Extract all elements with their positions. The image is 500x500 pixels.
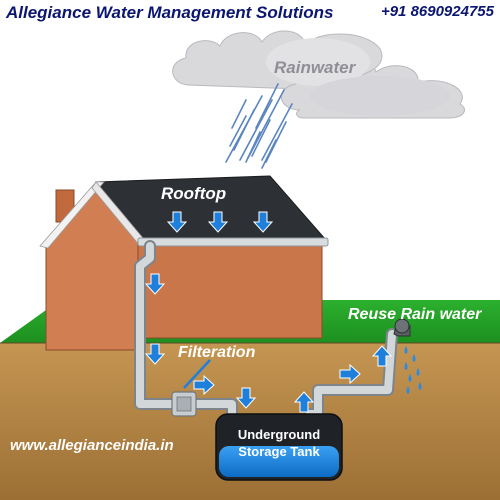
flow-arrow-icon xyxy=(144,211,393,413)
tap-icon xyxy=(393,318,411,337)
rainwater-label: Rainwater xyxy=(274,58,356,77)
cloud-icon xyxy=(266,38,370,86)
roof-gutter xyxy=(137,237,329,247)
company-name: Allegiance Water Management Solutions xyxy=(6,3,334,22)
filter-icon xyxy=(171,359,211,417)
reuse-label: Reuse Rain water xyxy=(348,306,482,323)
tank-label: Underground Storage Tank xyxy=(218,426,340,460)
cloud-icon xyxy=(310,76,450,116)
phone-number: +91 8690924755 xyxy=(380,3,494,20)
rooftop-label: Rooftop xyxy=(161,184,227,203)
filteration-label: Filteration xyxy=(178,344,256,361)
house-main-wall xyxy=(137,243,323,339)
rain-streaks-icon xyxy=(225,83,293,169)
tank-water xyxy=(219,446,339,477)
gable-roof-edge xyxy=(39,181,105,249)
website-link[interactable]: www.allegianceindia.in xyxy=(10,437,174,454)
tank-label-line2: Storage Tank xyxy=(238,444,320,459)
water-drop-icon xyxy=(404,346,422,394)
tank-label-line1: Underground xyxy=(237,427,321,442)
